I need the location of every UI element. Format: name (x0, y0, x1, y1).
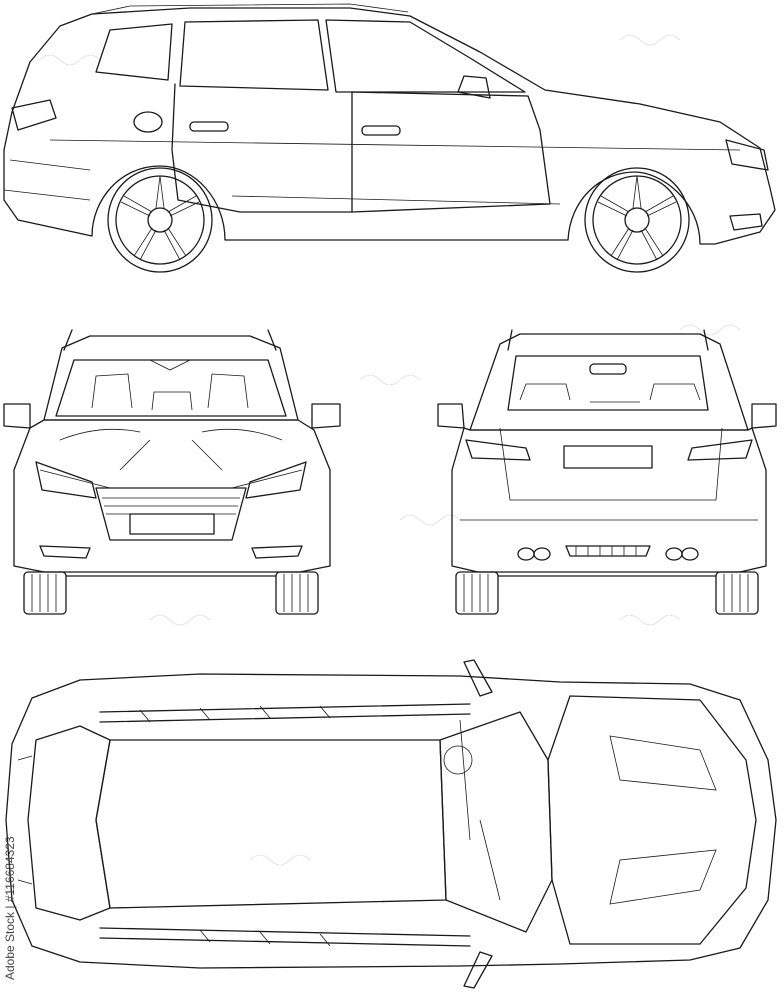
side-body-outline (3, 7, 776, 245)
side-view (3, 3, 776, 273)
rear-view (437, 329, 777, 615)
rear-license-plate (563, 445, 653, 469)
side-front-door (351, 91, 551, 213)
front-right-mirror (311, 403, 341, 429)
front-body-outline (13, 419, 331, 573)
rear-left-tail-light (465, 439, 531, 461)
top-body-outline (5, 673, 777, 969)
front-license-plate (129, 513, 215, 535)
watermark-credit: Adobe Stock | #116684323 (3, 836, 17, 980)
fuel-cap (133, 111, 163, 133)
front-left-headlight (35, 461, 97, 499)
rear-left-mirror (437, 403, 465, 429)
rear-door-handle (189, 121, 229, 132)
rear-right-tail-light (687, 439, 753, 461)
top-steering-wheel (443, 745, 473, 775)
front-door-handle (361, 125, 401, 136)
tail-light (11, 99, 57, 131)
side-rear-wheel (107, 167, 213, 273)
top-view (5, 659, 777, 989)
top-left-mirror (463, 659, 493, 697)
rear-diffuser (565, 545, 651, 557)
side-mirror (457, 75, 491, 99)
rear-body-outline (451, 427, 767, 573)
front-view-tyres (23, 571, 319, 615)
side-rear-window (95, 23, 173, 81)
front-greenhouse (43, 335, 299, 421)
front-left-fog-light (39, 545, 91, 559)
side-front-wheel (584, 167, 690, 273)
side-rear-door (171, 83, 353, 213)
front-right-headlight (245, 461, 307, 499)
rear-right-mirror (751, 403, 777, 429)
head-light (725, 139, 769, 171)
side-front-door-window (325, 19, 526, 93)
top-windshield (439, 711, 553, 933)
front-grille (95, 487, 247, 541)
top-roof-rails (99, 703, 471, 947)
front-right-fog-light (251, 545, 303, 559)
exhaust-pipes (517, 547, 699, 561)
side-rear-door-window (179, 19, 329, 91)
rear-view-tyres (455, 571, 759, 615)
front-windshield (55, 359, 287, 417)
front-view (3, 329, 341, 615)
front-left-mirror (3, 403, 31, 429)
top-hood (547, 695, 757, 945)
front-fog-light (729, 213, 763, 231)
watermark-pattern (39, 34, 741, 866)
top-right-mirror (463, 951, 493, 989)
top-roof (95, 739, 447, 909)
rear-window (507, 355, 709, 411)
top-rear-window (27, 725, 111, 921)
